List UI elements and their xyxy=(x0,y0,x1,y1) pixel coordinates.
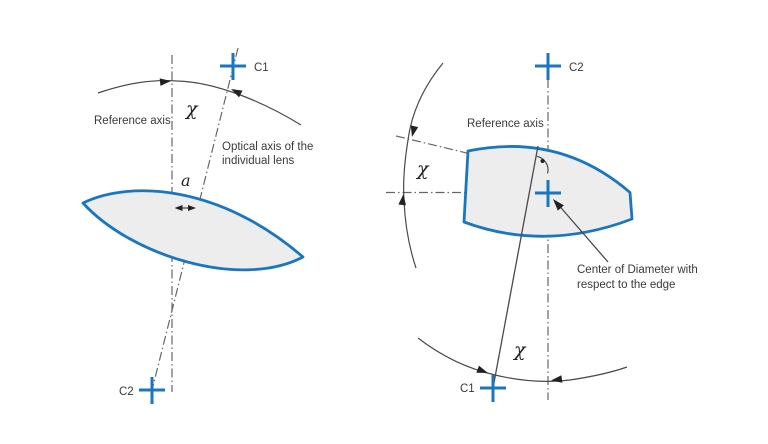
left-c2-cross-icon xyxy=(139,377,165,404)
right-annotation-arrow-line xyxy=(555,201,609,263)
left-tilt-arrow-right-icon xyxy=(188,205,196,211)
left-optical-axis-label-line2: individual lens xyxy=(222,155,294,167)
right-chi-lower-arc xyxy=(417,337,628,382)
left-c1-label: C1 xyxy=(254,62,269,74)
right-chi-upper-label: χ xyxy=(415,158,430,180)
left-optical-axis-label-line1: Optical axis of the xyxy=(222,141,313,153)
right-annotation-arrowhead-icon xyxy=(553,199,564,211)
right-center-note-line1: Center of Diameter with xyxy=(577,264,698,276)
right-c2-cross-icon xyxy=(535,53,561,80)
left-reference-axis-label: Reference axis xyxy=(94,115,171,127)
right-chi-lower-arrow-left-icon xyxy=(551,375,563,383)
right-c1-label: C1 xyxy=(460,383,475,395)
right-reference-axis-label: Reference axis xyxy=(467,118,544,130)
left-lens-shape xyxy=(81,189,305,272)
right-angle-marker-dot-icon xyxy=(540,159,545,163)
right-chi-upper-arrow-up-icon xyxy=(398,194,406,206)
right-c2-label: C2 xyxy=(569,62,584,74)
left-optical-axis-line xyxy=(151,47,239,391)
right-chi-upper-arrow-down-icon xyxy=(410,125,419,137)
right-center-cross-icon xyxy=(535,180,561,207)
right-angle-marker-arc xyxy=(536,155,549,174)
right-diagram: Reference axis χ χ C2 C1 Center of Diame… xyxy=(386,53,698,402)
right-chi-upper-arc xyxy=(403,62,444,269)
right-center-note-line2: respect to the edge xyxy=(577,279,675,291)
left-tilt-angle-label: a xyxy=(181,171,191,190)
left-chi-label: χ xyxy=(184,98,199,120)
right-chi-lower-label: χ xyxy=(512,339,527,361)
right-c1-axis-line xyxy=(492,145,539,389)
left-tilt-arrow-left-icon xyxy=(174,205,183,211)
left-c1-cross-icon xyxy=(220,53,246,80)
left-chi-angle-arc xyxy=(97,80,302,126)
left-chi-arrow-left-icon xyxy=(231,89,243,98)
left-diagram: Reference axis χ a Optical axis of the i… xyxy=(81,47,313,404)
left-chi-arrow-right-icon xyxy=(159,78,171,86)
right-chi-lower-arrow-right-icon xyxy=(476,365,488,373)
left-c2-label: C2 xyxy=(119,386,134,398)
right-c1-cross-icon xyxy=(480,375,506,402)
